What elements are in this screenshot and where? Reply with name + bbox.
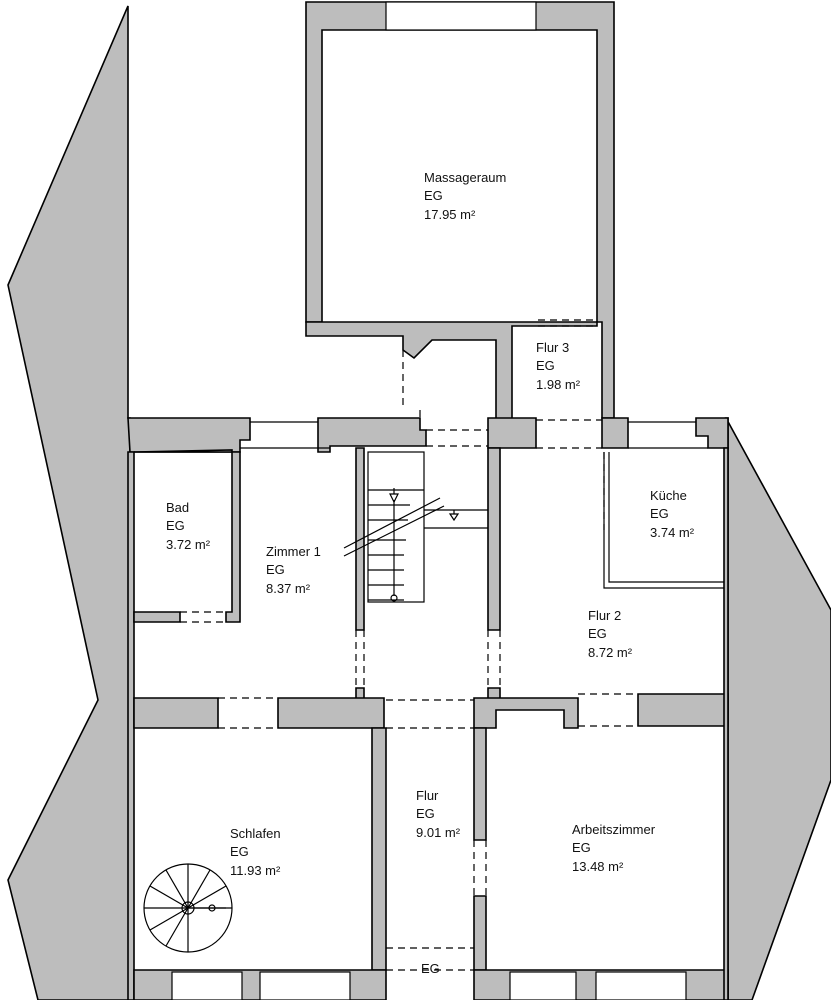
room-label-zimmer-1: Zimmer 1 EG 8.37 m² <box>266 544 321 596</box>
middle-right-wall <box>637 693 729 727</box>
room-floor: EG <box>572 840 591 855</box>
room-name: Küche <box>650 488 687 503</box>
room-floor: EG <box>416 806 435 821</box>
window-schlafen-1 <box>171 971 243 1000</box>
room-name: Massageraum <box>424 170 506 185</box>
room-floor: EG <box>230 844 249 859</box>
room-area: 3.72 m² <box>166 537 211 552</box>
room-name: Zimmer 1 <box>266 544 321 559</box>
room-area: 13.48 m² <box>572 859 624 874</box>
upper-mid-wall <box>317 417 427 453</box>
room-area: 1.98 m² <box>536 377 581 392</box>
room-floor: EG <box>650 506 669 521</box>
window-schlafen-2 <box>259 971 351 1000</box>
room-area: 8.72 m² <box>588 645 633 660</box>
room-label-schlafen: Schlafen EG 11.93 m² <box>230 826 281 878</box>
kueche-top-wall <box>601 417 629 449</box>
room-area: 11.93 m² <box>230 863 281 878</box>
bad-bottom-wall <box>133 611 181 623</box>
window-arbeitszimmer-2 <box>595 971 687 1000</box>
room-area: 17.95 m² <box>424 207 476 222</box>
stair-outline <box>367 451 425 603</box>
room-label-kueche: Küche EG 3.74 m² <box>650 488 695 540</box>
upper-right-wall <box>487 417 537 449</box>
room-name: Flur <box>416 788 439 803</box>
room-label-flur-3: Flur 3 EG 1.98 m² <box>536 340 581 392</box>
room-area: 8.37 m² <box>266 581 311 596</box>
kueche-right-top-wall <box>695 417 729 449</box>
kueche-partition <box>603 452 724 589</box>
room-area: 9.01 m² <box>416 825 461 840</box>
window-top <box>385 1 537 31</box>
room-floor: EG <box>588 626 607 641</box>
flur-left-wall <box>371 727 387 971</box>
room-name: Flur 2 <box>588 608 621 623</box>
entrance-label: EG <box>421 961 440 976</box>
room-label-arbeitszimmer: Arbeitszimmer EG 13.48 m² <box>572 822 656 874</box>
room-label-massageraum: Massageraum EG 17.95 m² <box>424 170 506 222</box>
stair-right-wall <box>487 447 501 631</box>
left-outer-wall <box>127 451 135 1000</box>
room-name: Flur 3 <box>536 340 569 355</box>
room-area: 3.74 m² <box>650 525 695 540</box>
room-name: Bad <box>166 500 189 515</box>
room-name: Arbeitszimmer <box>572 822 656 837</box>
room-label-flur: Flur EG 9.01 m² <box>416 788 461 840</box>
room-floor: EG <box>266 562 285 577</box>
spiral-stair <box>143 863 233 953</box>
middle-center-right-wall <box>473 697 579 729</box>
room-floor: EG <box>424 188 443 203</box>
window-arbeitszimmer-1 <box>509 971 577 1000</box>
room-name: Schlafen <box>230 826 281 841</box>
middle-center-left-wall <box>277 697 385 729</box>
flur-right-lower-wall <box>473 895 487 971</box>
room-floor: EG <box>536 358 555 373</box>
upper-horizontal-wall <box>127 417 251 453</box>
massageraum-bottom-wall <box>305 321 598 421</box>
staircase <box>343 451 488 603</box>
flur-right-upper-wall <box>473 727 487 841</box>
right-wing-wall <box>724 417 831 1000</box>
room-floor: EG <box>166 518 185 533</box>
right-outer-wall <box>723 447 729 1000</box>
middle-left-wall <box>133 697 219 729</box>
bad-walls <box>133 449 241 623</box>
left-wing-wall <box>7 5 131 1000</box>
room-label-flur-2: Flur 2 EG 8.72 m² <box>588 608 633 660</box>
room-label-bad: Bad EG 3.72 m² <box>166 500 211 552</box>
